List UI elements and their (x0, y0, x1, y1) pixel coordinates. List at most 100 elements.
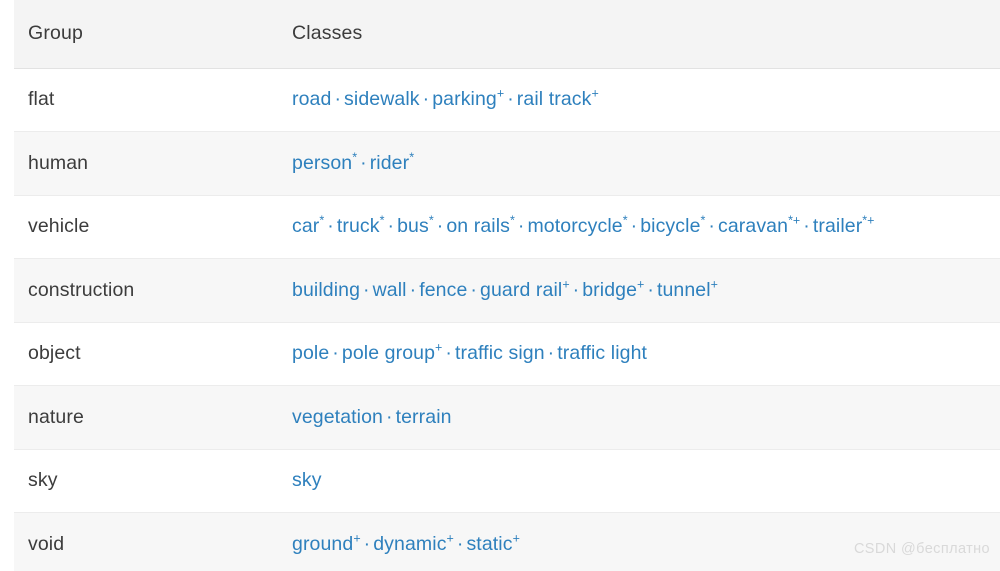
class-link[interactable]: dynamic (373, 532, 447, 555)
class-separator-dot: · (422, 88, 430, 111)
class-annotation-superscript: + (637, 277, 645, 292)
class-list-cell: sky (292, 449, 1000, 513)
class-link[interactable]: bus (397, 215, 429, 238)
class-link[interactable]: truck (336, 215, 380, 238)
column-header-classes: Classes (292, 0, 1000, 69)
class-separator-dot: · (647, 278, 654, 301)
class-annotation-superscript: * (509, 213, 515, 228)
class-link[interactable]: guard rail (480, 278, 563, 301)
class-list-cell: car*·truck*·bus*·on rails*·motorcycle*·b… (292, 195, 1000, 259)
class-link[interactable]: car (292, 215, 320, 238)
class-annotation-superscript: + (562, 277, 570, 292)
class-annotation-superscript: * (352, 150, 358, 165)
class-link[interactable]: ground (292, 532, 354, 555)
class-link[interactable]: person (292, 151, 353, 174)
group-label: human (14, 131, 292, 196)
class-link[interactable]: wall (372, 278, 407, 301)
class-separator-dot: · (470, 278, 478, 301)
class-separator-dot: · (363, 532, 371, 555)
class-separator-dot: · (547, 342, 555, 365)
class-annotation-superscript: + (710, 277, 718, 292)
group-label: object (14, 322, 292, 386)
class-annotation-superscript: + (512, 531, 520, 546)
class-link[interactable]: traffic light (557, 342, 648, 365)
class-separator-dot: · (803, 215, 810, 238)
class-separator-dot: · (708, 215, 715, 238)
class-annotation-superscript: * (428, 213, 434, 228)
class-separator-dot: · (572, 278, 580, 301)
class-annotation-superscript: + (435, 340, 443, 355)
class-link[interactable]: caravan (717, 215, 789, 238)
class-link[interactable]: fence (419, 278, 468, 301)
class-separator-dot: · (436, 215, 444, 238)
class-annotation-superscript: * (700, 213, 706, 228)
class-link[interactable]: pole (292, 342, 330, 365)
class-annotation-superscript: + (591, 86, 599, 101)
class-link[interactable]: static (466, 532, 513, 555)
class-link[interactable]: bridge (582, 278, 638, 301)
class-separator-dot: · (445, 342, 452, 365)
column-header-group: Group (14, 0, 292, 69)
class-link[interactable]: rail track (516, 88, 592, 111)
group-label: sky (14, 449, 292, 513)
class-annotation-superscript: * (622, 213, 628, 228)
class-list-cell: building·wall·fence·guard rail+·bridge+·… (292, 258, 1000, 323)
group-label: vehicle (14, 195, 292, 259)
class-list-cell: person*·rider* (292, 131, 1000, 196)
class-list-cell: road·sidewalk·parking+·rail track+ (292, 68, 1000, 132)
class-separator-dot: · (507, 88, 514, 111)
class-link[interactable]: tunnel (656, 278, 711, 301)
class-annotation-superscript: *+ (862, 213, 875, 228)
class-annotation-superscript: + (496, 86, 505, 101)
class-link[interactable]: on rails (446, 215, 510, 238)
class-separator-dot: · (409, 278, 417, 301)
class-link[interactable]: parking (432, 88, 497, 111)
class-link[interactable]: building (292, 278, 361, 301)
class-separator-dot: · (630, 215, 638, 238)
class-separator-dot: · (456, 532, 464, 555)
class-link[interactable]: traffic sign (454, 342, 545, 365)
class-annotation-superscript: * (409, 150, 415, 165)
class-link[interactable]: vegetation (292, 405, 383, 428)
class-link[interactable]: road (292, 88, 332, 111)
class-link[interactable]: pole group (341, 342, 436, 365)
class-link[interactable]: sky (292, 469, 322, 492)
class-link[interactable]: sidewalk (344, 88, 420, 111)
table-header-row: Group Classes (14, 0, 1000, 69)
class-link[interactable]: motorcycle (527, 215, 623, 238)
class-separator-dot: · (517, 215, 525, 238)
group-label: nature (14, 385, 292, 450)
group-label: void (14, 512, 292, 571)
class-list-cell: pole·pole group+·traffic sign·traffic li… (292, 322, 1000, 386)
class-separator-dot: · (386, 405, 393, 428)
class-annotation-superscript: + (353, 531, 361, 546)
class-separator-dot: · (332, 342, 339, 365)
class-annotation-superscript: + (446, 531, 454, 546)
class-link[interactable]: rider (369, 151, 410, 174)
class-link[interactable]: trailer (812, 215, 863, 238)
class-list-cell: vegetation·terrain (292, 385, 1000, 450)
class-annotation-superscript: *+ (788, 213, 801, 228)
class-annotation-superscript: * (319, 213, 325, 228)
class-link[interactable]: terrain (395, 405, 452, 428)
group-label: flat (14, 68, 292, 132)
class-separator-dot: · (334, 88, 342, 111)
class-separator-dot: · (327, 215, 334, 238)
csdn-watermark: CSDN @бесплатно (853, 541, 990, 557)
class-link[interactable]: bicycle (640, 215, 701, 238)
class-separator-dot: · (363, 278, 370, 301)
class-annotation-superscript: * (379, 213, 385, 228)
table-head: Group Classes (14, 0, 1000, 69)
